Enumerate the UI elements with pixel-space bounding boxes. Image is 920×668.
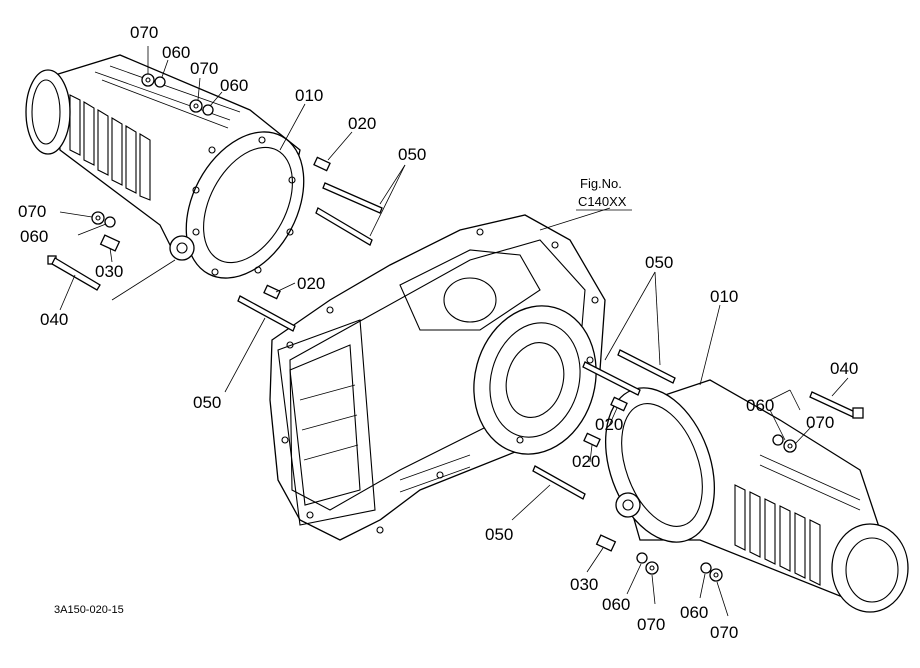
callout-label: 050	[485, 525, 513, 544]
callout-label: 070	[710, 623, 738, 642]
callout-label: 070	[637, 615, 665, 634]
callout-label: 060	[20, 227, 48, 246]
callout-label: 070	[190, 59, 218, 78]
callout-label: 010	[710, 287, 738, 306]
callout-label: 040	[830, 359, 858, 378]
fig-ref-label: Fig.No.	[580, 176, 622, 191]
callout-label: 050	[193, 393, 221, 412]
callout-label: 030	[95, 262, 123, 281]
transmission-case	[269, 214, 606, 541]
callouts: 070 060 070 060 010 020 050 070 060 030 …	[18, 23, 858, 642]
callout-label: 020	[595, 415, 623, 434]
callout-label: 070	[806, 413, 834, 432]
callout-label: 060	[746, 396, 774, 415]
callout-label: 040	[40, 310, 68, 329]
figure-reference: Fig.No. C140XX	[576, 176, 632, 211]
callout-label: 020	[572, 452, 600, 471]
callout-label: 070	[18, 202, 46, 221]
callout-label: 030	[570, 575, 598, 594]
callout-label: 060	[162, 43, 190, 62]
callout-label: 050	[398, 145, 426, 164]
callout-label: 070	[130, 23, 158, 42]
drawing-code: 3A150-020-15	[54, 604, 124, 616]
callout-label: 050	[645, 253, 673, 272]
callout-label: 060	[602, 595, 630, 614]
left-axle-housing	[25, 54, 305, 279]
callout-label: 020	[297, 274, 325, 293]
callout-label: 020	[348, 114, 376, 133]
right-axle-housing	[604, 379, 909, 613]
callout-label: 060	[220, 76, 248, 95]
fig-ref-code: C140XX	[578, 194, 627, 209]
callout-label: 010	[295, 86, 323, 105]
callout-label: 060	[680, 603, 708, 622]
leader-lines	[59, 46, 849, 617]
fasteners	[47, 73, 864, 582]
